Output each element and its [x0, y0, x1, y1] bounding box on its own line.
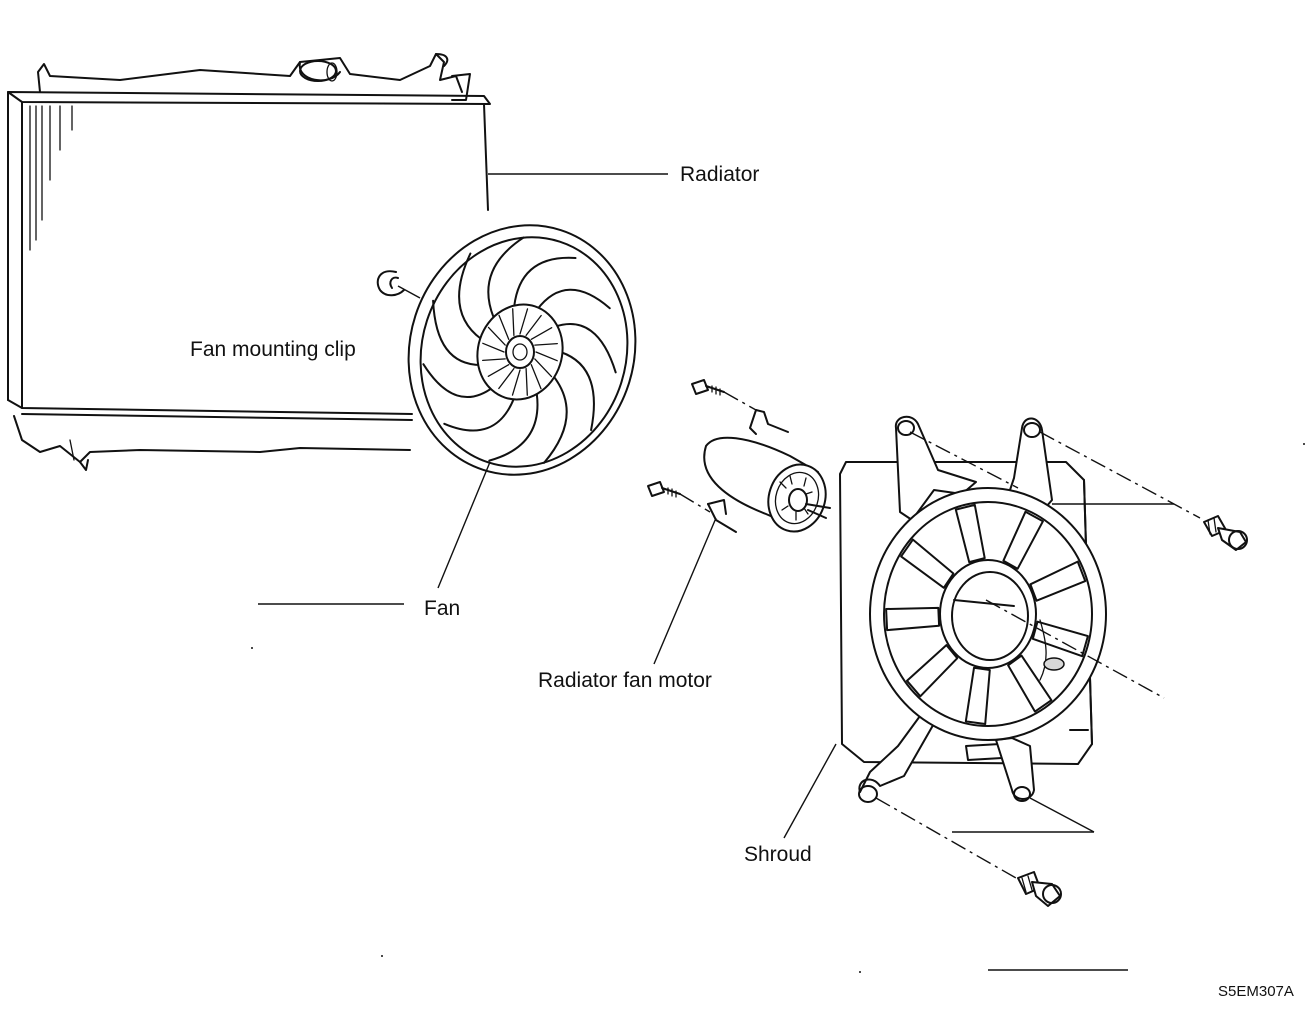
shroud-spoke: [1002, 510, 1044, 570]
fan-blades: [422, 236, 617, 464]
motor-mounting-screw-lower: [647, 481, 681, 498]
fan-hub-rib: [530, 364, 542, 390]
shroud-spoke: [1007, 654, 1053, 713]
fan-hub-ribs: [482, 308, 558, 396]
label-fan: Fan: [424, 597, 461, 620]
motor-mounting-screw-upper: [691, 379, 725, 396]
shroud-spoke: [906, 644, 959, 698]
shroud: [839, 415, 1107, 803]
fan-hub-rib: [482, 342, 505, 353]
label-radiator-fan-motor: Radiator fan motor: [538, 669, 712, 692]
radiator-fan-motor: [703, 409, 831, 533]
fan-hub-rib: [487, 326, 506, 346]
label-shroud: Shroud: [744, 843, 812, 866]
fan: [407, 224, 637, 476]
fan-hub-rib: [530, 327, 553, 340]
shroud-spoke: [954, 503, 986, 564]
fan-blade: [487, 236, 525, 319]
fan-blade: [513, 256, 577, 308]
scan-specks: [251, 443, 1305, 973]
fan-hub-rib: [498, 314, 510, 340]
shroud-bolt-upper: [1203, 515, 1248, 551]
fan-blade: [422, 363, 495, 398]
radiator: [7, 53, 491, 471]
shroud-spoke: [964, 666, 991, 725]
label-radiator: Radiator: [680, 163, 760, 186]
fan-hub-rib: [534, 342, 558, 346]
fan-blade: [443, 396, 516, 432]
fan-blade: [559, 351, 595, 431]
shroud-spoke: [1029, 560, 1087, 602]
shroud-spoke: [900, 538, 955, 589]
fan-hub-rib: [512, 308, 515, 337]
fan-blade: [553, 323, 617, 374]
leader-lines: [258, 173, 1128, 971]
shroud-spoke: [1031, 620, 1089, 658]
shroud-bolt-lines: [875, 431, 1201, 879]
fan-hub-rib: [525, 367, 528, 396]
fan-blade: [432, 299, 483, 367]
fan-hub-rib: [487, 364, 510, 377]
shroud-bolt-lower: [1017, 871, 1062, 907]
fan-hub-rib: [482, 358, 506, 362]
shroud-spoke: [885, 606, 941, 632]
fan-hub-rib: [511, 369, 521, 396]
shroud-spokes: [885, 503, 1089, 725]
fan-hub-rib: [534, 358, 553, 378]
fan-blade: [535, 288, 611, 311]
fan-mounting-clip: [376, 270, 421, 299]
figure-code: S5EM307A: [1218, 983, 1294, 1000]
fan-hub-rib: [535, 351, 558, 362]
fan-hub-rib: [519, 308, 529, 335]
fan-blade: [458, 252, 483, 340]
fan-blade: [488, 393, 539, 462]
fan-hub-rib: [525, 314, 542, 337]
fan-blade: [543, 376, 568, 464]
fan-hub-rib: [498, 367, 515, 390]
label-fan-mounting-clip: Fan mounting clip: [190, 338, 356, 361]
